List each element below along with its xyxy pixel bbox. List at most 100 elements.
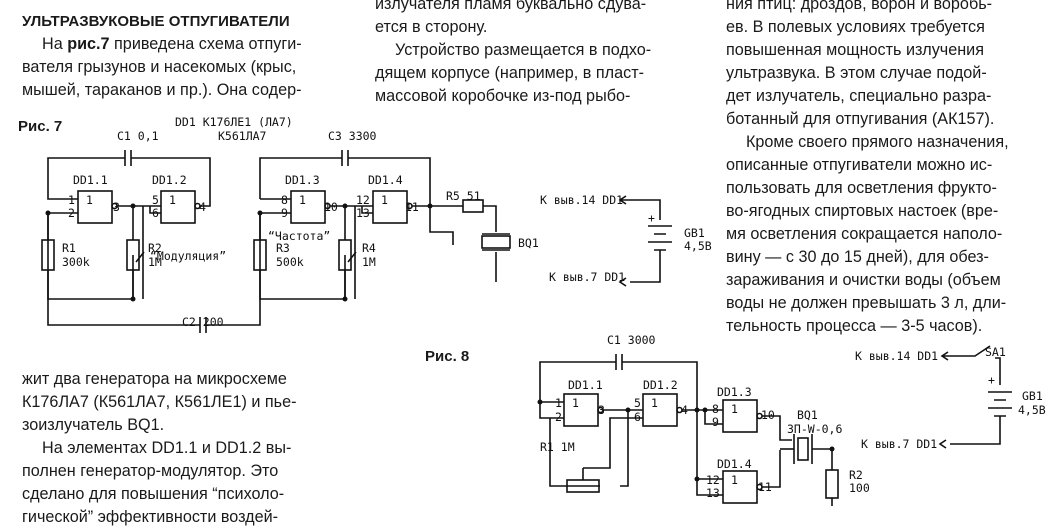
r3-label: R3	[276, 241, 290, 255]
k7-label: К выв.7 DD1	[861, 437, 937, 451]
paragraph-2-line-1: На элементах DD1.1 и DD1.2 вы-	[42, 439, 292, 457]
dd1-4-label: DD1.4	[368, 173, 403, 187]
col3-line-12: зараживания и очистки воды (объем	[726, 271, 1001, 289]
col2-para-line-2: дящем корпусе (например, в пласт-	[375, 64, 644, 82]
column-left-top: УЛЬТРАЗВУКОВЫЕ ОТПУГИВАТЕЛИ На рис.7 при…	[22, 10, 352, 102]
dd1-title: DD1 К176ЛЕ1 (ЛА7)	[175, 115, 293, 129]
r4-value: 1M	[362, 255, 376, 269]
pin-1: 1	[68, 193, 75, 207]
gate-symbol: 1	[299, 193, 306, 207]
figure-ref: рис.7	[67, 35, 110, 53]
pin-10: 10	[761, 408, 775, 422]
col2-para-line-1: Устройство размещается в подхо-	[395, 41, 652, 59]
col3-line-9: во-ягодных спиртовых настоек (вре-	[726, 202, 999, 220]
column-middle: излучателя пламя буквально сдува- ется в…	[375, 0, 705, 108]
paragraph-1-line-5: К176ЛА7 (К561ЛА7, К561ЛЕ1) и пье-	[22, 393, 297, 411]
r1-label: R1 1М	[540, 440, 575, 454]
dd1-alt: К561ЛА7	[218, 129, 267, 143]
paragraph-1-line-6: зоизлучатель BQ1.	[22, 416, 165, 434]
pin-13: 13	[706, 486, 720, 500]
figure-7-caption: Рис. 7	[18, 118, 63, 135]
gate-symbol: 1	[169, 193, 176, 207]
pin-6: 6	[634, 410, 641, 424]
gate-symbol: 1	[86, 193, 93, 207]
gate-symbol: 1	[731, 402, 738, 416]
gb1-value: 4,5В	[684, 239, 712, 253]
column-left-bottom: жит два генератора на микросхеме К176ЛА7…	[22, 368, 352, 529]
r2-value: 100	[849, 481, 870, 495]
k14-label: К выв.14 DD1	[855, 349, 938, 363]
gate-symbol: 1	[731, 473, 738, 487]
gb1-value: 4,5В	[1018, 403, 1046, 417]
pin-4: 4	[199, 200, 206, 214]
modulation-label: “Модуляция”	[150, 249, 226, 263]
pin-5: 5	[152, 193, 159, 207]
col3-line-1: ев. В полевых условиях требуется	[726, 18, 985, 36]
paragraph-1-line-1: На рис.7 приведена схема отпуги-	[42, 35, 302, 53]
article-heading: УЛЬТРАЗВУКОВЫЕ ОТПУГИВАТЕЛИ	[22, 13, 290, 30]
bq1-label: BQ1	[518, 236, 539, 250]
gate-symbol: 1	[572, 396, 579, 410]
col3-line-5: ботанный для отпугивания (АК157).	[726, 110, 995, 128]
r2-value: 1M	[148, 255, 162, 269]
pin-1: 1	[555, 396, 562, 410]
r3-value: 500k	[276, 255, 304, 269]
c1-label: C1 3000	[607, 333, 656, 347]
paragraph-1-line-2: вателя грызунов и насекомых (крыс,	[22, 58, 297, 76]
paragraph-2-line-3: сделано для повышения “психоло-	[22, 485, 285, 503]
col3-line-2: повышенная мощность излучения	[726, 41, 984, 59]
col3-line-13: воды не должен превышать 3 л, дли-	[726, 294, 1007, 312]
r2-label: R2	[148, 241, 162, 255]
dd1-4-label: DD1.4	[717, 457, 752, 471]
r4-label: R4	[362, 241, 376, 255]
dd1-1-label: DD1.1	[73, 173, 108, 187]
dd1-3-label: DD1.3	[717, 385, 752, 399]
gb1-plus: +	[648, 211, 655, 225]
pin-12: 12	[706, 473, 720, 487]
column-right: ния птиц: дроздов, ворон и воробь- ев. В…	[726, 0, 1056, 338]
paragraph-1-line-4: жит два генератора на микросхеме	[22, 370, 287, 388]
k7-label: К выв.7 DD1	[549, 270, 625, 284]
pin-8: 8	[281, 193, 288, 207]
col2-line-0: излучателя пламя буквально сдува-	[375, 0, 647, 13]
pin-12: 12	[356, 193, 370, 207]
c1-label: C1 0,1	[117, 129, 159, 143]
col2-para-line-3: массовой коробочке из-под рыбо-	[375, 87, 631, 105]
c3-label: C3 3300	[328, 129, 377, 143]
bq1-label: BQ1	[797, 408, 818, 422]
dd1-2-label: DD1.2	[643, 378, 678, 392]
r2-label: R2	[849, 468, 863, 482]
r1-label: R1	[62, 241, 76, 255]
col3-line-14: тельность процесса — 3-5 часов).	[726, 317, 983, 335]
paragraph-2-line-2: полнен генератор-модулятор. Это	[22, 462, 279, 480]
col3-line-7: описанные отпугиватели можно ис-	[726, 156, 993, 174]
col3-line-0: ния птиц: дроздов, ворон и воробь-	[726, 0, 993, 13]
frequency-label: “Частота”	[268, 229, 330, 243]
pin-3: 3	[598, 403, 605, 417]
col3-line-6: Кроме своего прямого назначения,	[746, 133, 1009, 151]
pin-5: 5	[634, 396, 641, 410]
col2-line-1: ется в сторону.	[375, 18, 488, 36]
dd1-2-label: DD1.2	[152, 173, 187, 187]
dd1-3-label: DD1.3	[285, 173, 320, 187]
k14-label: К выв.14 DD1	[540, 193, 623, 207]
sa1-label: SA1	[985, 345, 1006, 359]
dd1-1-label: DD1.1	[568, 378, 603, 392]
gb1-label: GB1	[684, 226, 705, 240]
gate-symbol: 1	[651, 396, 658, 410]
gate-symbol: 1	[381, 193, 388, 207]
r1-value: 300k	[62, 255, 90, 269]
figure-8-caption: Рис. 8	[425, 348, 470, 365]
gb1-plus: +	[988, 373, 995, 387]
paragraph-1-line-3: мышей, тараканов и пр.). Она содер-	[22, 81, 302, 99]
col3-line-8: пользовать для осветления фрукто-	[726, 179, 997, 197]
col3-line-4: дет излучатель, специально разра-	[726, 87, 992, 105]
col3-line-10: мя осветления сокращается наполо-	[726, 225, 1003, 243]
pin-9: 9	[712, 415, 719, 429]
gb1-label: GB1	[1022, 389, 1043, 403]
bq1-type: ЗП-W-0,6	[787, 422, 842, 436]
col3-line-11: вину — с 30 до 15 дней), для обез-	[726, 248, 989, 266]
pin-2: 2	[555, 410, 562, 424]
